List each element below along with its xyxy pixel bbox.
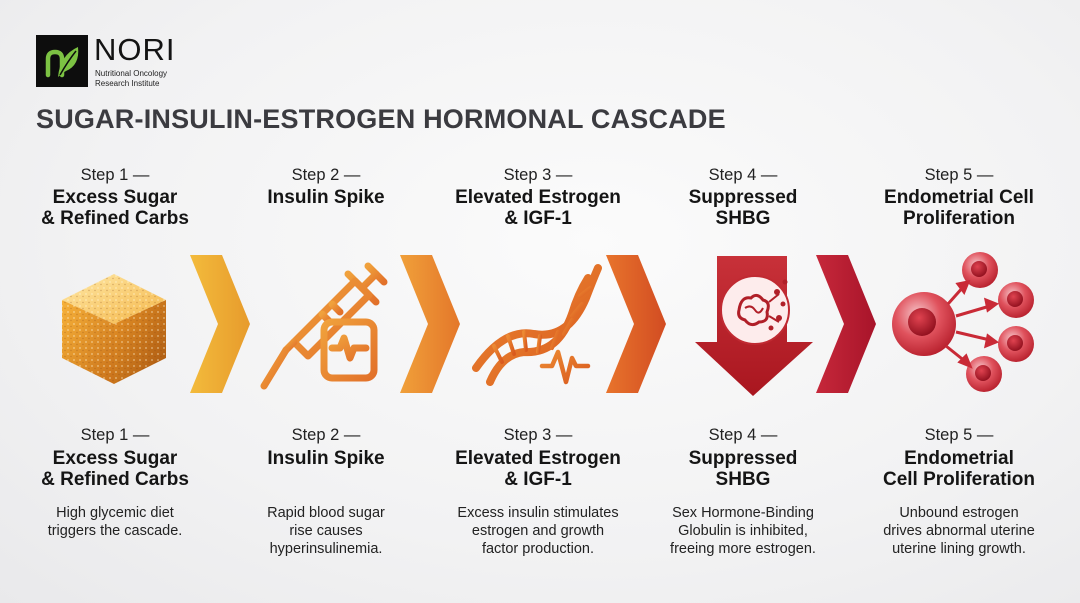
step-3-description: Step 3 — Elevated Estrogen & IGF-1 Exces… <box>438 425 638 558</box>
step-number: Step 2 — <box>291 166 361 184</box>
leaf-logo-icon <box>36 35 88 87</box>
dna-icon <box>472 264 602 386</box>
step-3-header: Step 3 — Elevated Estrogen & IGF-1 <box>438 165 638 229</box>
step-title: Insulin Spike <box>267 187 385 208</box>
step-number: Step 3 — <box>503 426 573 444</box>
step-5-description: Step 5 — Endometrial Cell Proliferation … <box>859 425 1059 558</box>
step-4-header: Step 4 — Suppressed SHBG <box>643 165 843 229</box>
step-desc: Sex Hormone-Binding Globulin is inhibite… <box>670 505 816 557</box>
step-desc: Excess insulin stimulates estrogen and g… <box>457 505 619 557</box>
step-2-description: Step 2 — Insulin Spike Rapid blood sugar… <box>226 425 426 558</box>
syringe-glucometer-icon <box>260 262 388 394</box>
step-title: Insulin Spike <box>267 448 385 469</box>
step-title: Suppressed SHBG <box>688 448 798 490</box>
step-2-header: Step 2 — Insulin Spike <box>226 165 426 208</box>
step-desc: Unbound estrogen drives abnormal uterine… <box>883 505 1035 557</box>
down-arrow-icon <box>695 256 813 396</box>
step-title: Suppressed SHBG <box>688 187 798 229</box>
step-title: Excess Sugar & Refined Carbs <box>41 187 189 229</box>
cells-icon <box>892 252 1034 392</box>
step-number: Step 5 — <box>924 166 994 184</box>
step-4-description: Step 4 — Suppressed SHBG Sex Hormone-Bin… <box>643 425 843 558</box>
step-1-description: Step 1 — Excess Sugar & Refined Carbs Hi… <box>15 425 215 540</box>
step-title: Endometrial Cell Proliferation <box>882 448 1036 490</box>
step-number: Step 5 — <box>924 426 994 444</box>
chevron-right-icon <box>190 255 250 393</box>
step-number: Step 3 — <box>503 166 573 184</box>
step-number: Step 4 — <box>708 166 778 184</box>
logo: NORI Nutritional Oncology Research Insti… <box>36 32 236 88</box>
step-desc: High glycemic diet triggers the cascade. <box>47 505 183 539</box>
brand-subtitle: Nutritional Oncology Research Institute <box>95 69 168 88</box>
step-5-header: Step 5 — Endometrial Cell Proliferation <box>859 165 1059 229</box>
chevron-right-icon <box>816 255 876 393</box>
chevron-right-icon <box>400 255 460 393</box>
step-number: Step 4 — <box>708 426 778 444</box>
chevron-right-icon <box>606 255 666 393</box>
step-number: Step 1 — <box>80 166 150 184</box>
page-title: SUGAR-INSULIN-ESTROGEN HORMONAL CASCADE <box>36 104 726 134</box>
step-title: Excess Sugar & Refined Carbs <box>41 448 189 490</box>
step-1-header: Step 1 — Excess Sugar & Refined Carbs <box>15 165 215 229</box>
step-number: Step 1 — <box>80 426 150 444</box>
brand-name: NORI <box>94 32 176 67</box>
step-number: Step 2 — <box>291 426 361 444</box>
step-title: Elevated Estrogen & IGF-1 <box>455 187 621 229</box>
step-title: Endometrial Cell Proliferation <box>884 187 1034 229</box>
sugar-cube-icon <box>62 274 166 384</box>
step-title: Elevated Estrogen & IGF-1 <box>455 448 621 490</box>
step-desc: Rapid blood sugar rise causes hyperinsul… <box>267 505 385 557</box>
